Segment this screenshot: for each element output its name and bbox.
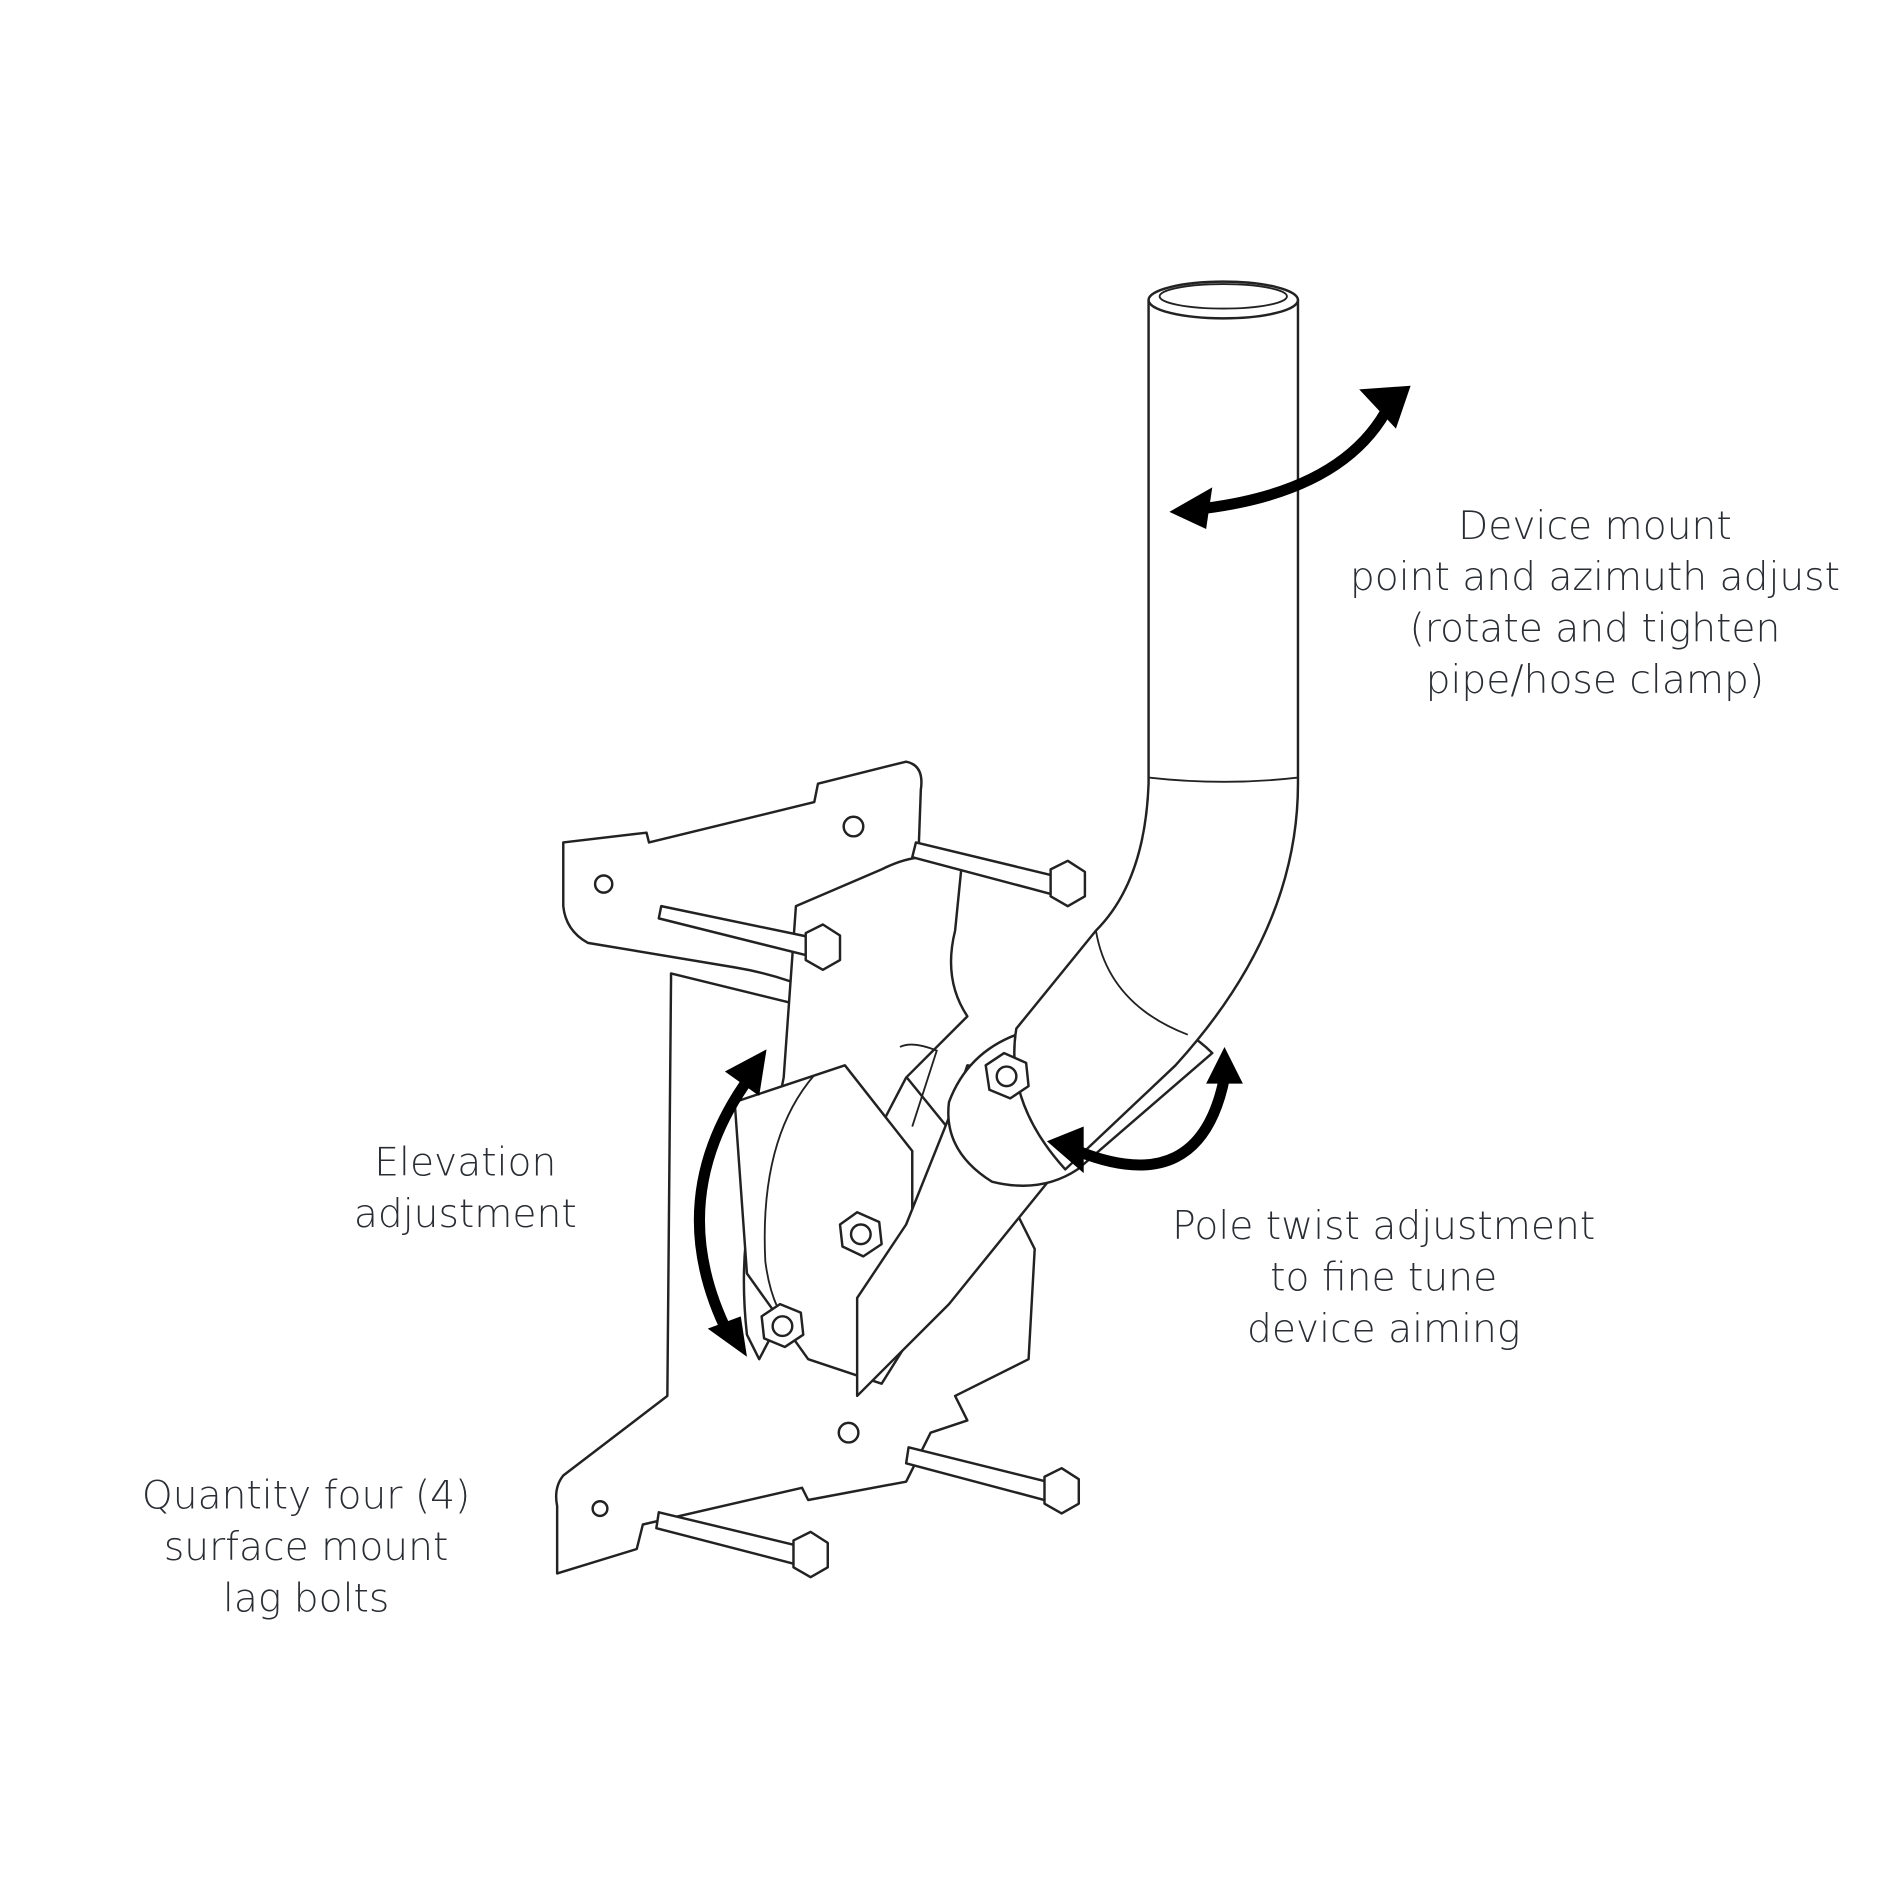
elevation-label: Elevation adjustment (331, 1136, 600, 1239)
label-line: device aiming (1246, 1305, 1521, 1352)
label-line: pipe/hose clamp) (1425, 656, 1765, 703)
elevation-slot (899, 1043, 938, 1127)
plate-hole (837, 1421, 860, 1444)
pole-twist-label: Pole twist adjustment to fine tune devic… (1163, 1200, 1604, 1354)
elevation-arrow (693, 1049, 767, 1357)
label-line: to fine tune (1270, 1253, 1498, 1301)
label-line: adjustment (353, 1190, 577, 1237)
pipe-seam (1148, 776, 1299, 783)
label-line: Quantity four (4) (141, 1471, 471, 1519)
lag-bolt (655, 1511, 829, 1579)
pole-twist-arrow (1046, 1046, 1243, 1174)
plate-hole (842, 815, 865, 838)
label-line: point and azimuth adjust (1349, 553, 1840, 601)
lag-bolts-label: Quantity four (4) surface mount lag bolt… (135, 1469, 478, 1623)
pipe-top (1147, 280, 1300, 320)
device-mount-label: Device mount point and azimuth adjust (r… (1347, 500, 1843, 706)
elevation-nut (760, 1302, 805, 1349)
label-line: Elevation (374, 1138, 557, 1186)
label-line: Pole twist adjustment (1172, 1202, 1596, 1249)
label-line: lag bolts (222, 1574, 390, 1622)
lag-bolt (657, 904, 842, 972)
pipe-top-inner (1158, 283, 1288, 310)
label-line: surface mount (163, 1523, 449, 1570)
label-line: Device mount (1458, 502, 1732, 549)
pivot-nut (984, 1051, 1030, 1100)
plate-hole (593, 874, 614, 894)
center-nut (838, 1211, 883, 1258)
azimuth-rotation-arrow (1169, 385, 1411, 529)
device-mount-pipe (1013, 298, 1300, 1171)
lag-bolt (911, 841, 1087, 908)
plate-hole (591, 1500, 609, 1518)
pipe-elbow-line (1095, 930, 1189, 1036)
lag-bolt (904, 1446, 1081, 1515)
label-line: (rotate and tighten (1409, 604, 1781, 652)
